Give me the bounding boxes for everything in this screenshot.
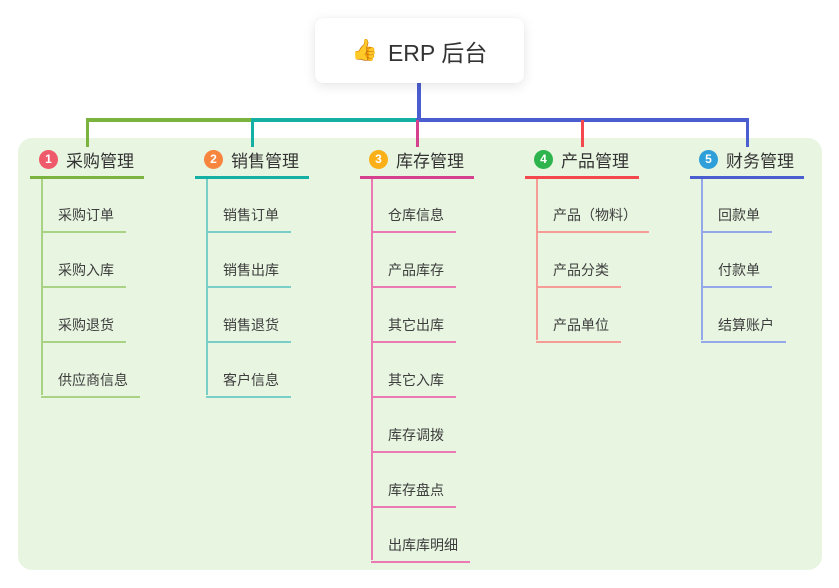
root-trunk-connector: [417, 82, 421, 122]
drop-connector-3: [416, 120, 419, 147]
branch-child-connector: [701, 179, 703, 340]
node-supplier-info[interactable]: 供应商信息: [41, 365, 140, 398]
branch-label: 销售管理: [231, 151, 299, 171]
branch-number-badge: 2: [204, 149, 223, 169]
node-sales-order[interactable]: 销售订单: [206, 200, 291, 233]
branch-child-connector: [371, 179, 373, 560]
branch-label: 产品管理: [561, 151, 629, 171]
root-label: ERP 后台: [387, 39, 488, 66]
node-product-category[interactable]: 产品分类: [536, 255, 621, 288]
branch-label: 库存管理: [396, 151, 464, 171]
branch-label: 采购管理: [66, 151, 134, 171]
node-outbound-detail[interactable]: 出库库明细: [371, 530, 470, 563]
branch-number-badge: 1: [39, 149, 58, 169]
drop-connector-5: [746, 120, 749, 147]
drop-connector-4: [581, 120, 584, 147]
branch-number-badge: 3: [369, 149, 388, 169]
node-other-outbound[interactable]: 其它出库: [371, 310, 456, 343]
node-receipt-bill[interactable]: 回款单: [701, 200, 772, 233]
node-purchase-return[interactable]: 采购退货: [41, 310, 126, 343]
root-node[interactable]: 👍 ERP 后台: [315, 18, 524, 83]
branch-header-finance[interactable]: 5 财务管理: [690, 148, 804, 179]
drop-connector-1: [86, 120, 89, 147]
node-payment-bill[interactable]: 付款单: [701, 255, 772, 288]
node-settlement-account[interactable]: 结算账户: [701, 310, 786, 343]
branch-child-connector: [536, 179, 538, 340]
node-product-unit[interactable]: 产品单位: [536, 310, 621, 343]
node-purchase-inbound[interactable]: 采购入库: [41, 255, 126, 288]
branch-header-inventory[interactable]: 3 库存管理: [360, 148, 474, 179]
node-product-material[interactable]: 产品（物料）: [536, 200, 649, 233]
bus-line-teal: [251, 118, 419, 122]
node-warehouse-info[interactable]: 仓库信息: [371, 200, 456, 233]
node-customer-info[interactable]: 客户信息: [206, 365, 291, 398]
branches-panel: [18, 138, 822, 570]
branch-header-product[interactable]: 4 产品管理: [525, 148, 639, 179]
branch-label: 财务管理: [726, 151, 794, 171]
node-stock-count[interactable]: 库存盘点: [371, 475, 456, 508]
branch-header-sales[interactable]: 2 销售管理: [195, 148, 309, 179]
branch-number-badge: 4: [534, 149, 553, 169]
node-stock-transfer[interactable]: 库存调拨: [371, 420, 456, 453]
node-sales-return[interactable]: 销售退货: [206, 310, 291, 343]
node-purchase-order[interactable]: 采购订单: [41, 200, 126, 233]
drop-connector-2: [251, 120, 254, 147]
branch-header-purchase[interactable]: 1 采购管理: [30, 148, 144, 179]
node-other-inbound[interactable]: 其它入库: [371, 365, 456, 398]
branch-number-badge: 5: [699, 149, 718, 169]
node-sales-outbound[interactable]: 销售出库: [206, 255, 291, 288]
bus-line-green: [86, 118, 253, 122]
node-product-stock[interactable]: 产品库存: [371, 255, 456, 288]
thumbs-up-icon: 👍: [351, 39, 378, 62]
